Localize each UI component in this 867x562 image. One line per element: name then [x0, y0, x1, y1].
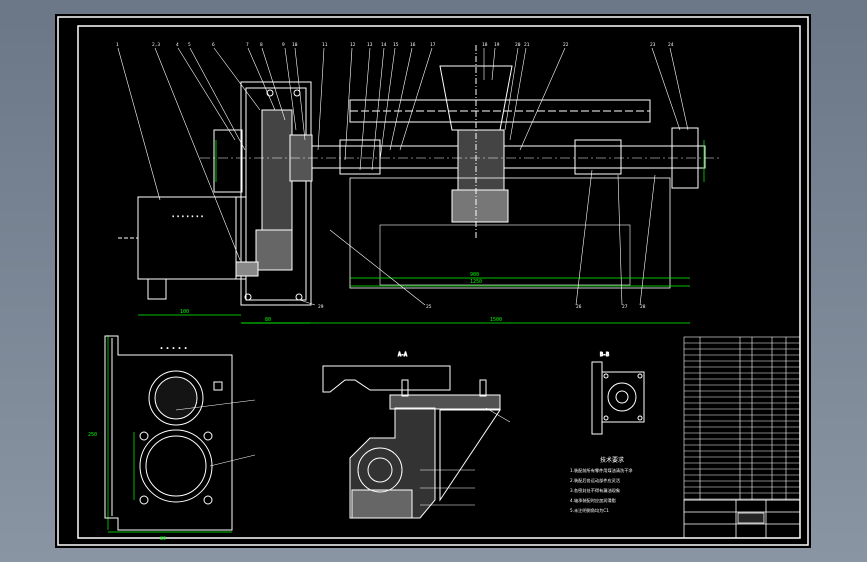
ball-nut	[457, 129, 505, 191]
lower-bore	[139, 429, 213, 503]
svg-text:16: 16	[410, 42, 416, 48]
svg-text:13: 13	[367, 42, 373, 48]
bearing-seat-left	[339, 139, 381, 175]
svg-text:14: 14	[381, 42, 387, 48]
leader-lines	[117, 47, 689, 306]
dim-250: 250	[88, 432, 97, 438]
drawing-sheet	[55, 14, 811, 548]
svg-text:9: 9	[282, 42, 285, 48]
svg-text:24: 24	[668, 42, 674, 48]
outer-frame	[57, 16, 809, 546]
rib-section	[439, 409, 501, 502]
svg-text:19: 19	[494, 42, 500, 48]
note-line-2: 2.装配后各运动部件应灵活	[570, 477, 620, 484]
notes-heading: 技术要求	[600, 456, 624, 464]
main-assembly-view: · · · · · · ·	[118, 45, 720, 306]
section-label-aa: A-A	[398, 352, 407, 358]
dim-1250: 1250	[470, 279, 482, 285]
svg-text:2,3: 2,3	[152, 42, 160, 48]
svg-text:20: 20	[515, 42, 521, 48]
section-label-bb: B-B	[600, 352, 609, 358]
work-table	[349, 177, 671, 289]
svg-text:23: 23	[650, 42, 656, 48]
dim-1500: 1500	[490, 317, 502, 323]
svg-text:22: 22	[563, 42, 569, 48]
svg-text:15: 15	[393, 42, 399, 48]
svg-text:26: 26	[576, 304, 582, 310]
lower-gear	[255, 229, 293, 271]
dim-80: 80	[265, 317, 271, 323]
svg-text:8: 8	[260, 42, 263, 48]
svg-text:12: 12	[350, 42, 356, 48]
parts-list	[683, 336, 801, 501]
inner-frame	[77, 25, 801, 539]
svg-text:21: 21	[524, 42, 530, 48]
svg-text:1: 1	[116, 42, 119, 48]
svg-text:5: 5	[188, 42, 191, 48]
bearing-seat-right	[574, 139, 622, 175]
svg-text:6: 6	[212, 42, 215, 48]
note-line-1: 1.装配前所有零件用煤油清洗干净	[570, 467, 633, 474]
svg-text:18: 18	[482, 42, 488, 48]
svg-text:4: 4	[176, 42, 179, 48]
note-line-5: 5.未注明倒角均为C1	[570, 507, 609, 514]
dim-80b: 80	[160, 536, 166, 542]
motor-nameplate: · · · · · · ·	[172, 214, 203, 219]
svg-text:10: 10	[292, 42, 298, 48]
block-body	[601, 371, 645, 423]
svg-text:11: 11	[322, 42, 328, 48]
nut-base	[451, 189, 509, 223]
bearing-block-view: B-B	[591, 352, 645, 435]
technical-notes: 技术要求 1.装配前所有零件用煤油清洗干净 2.装配后各运动部件应灵活 3.各密…	[570, 456, 633, 514]
dim-900: 900	[470, 272, 479, 278]
gearbox-inner	[245, 87, 307, 301]
bracket-title: · · · · ·	[160, 346, 187, 352]
svg-text:17: 17	[430, 42, 436, 48]
nut-circle	[357, 447, 403, 493]
bracket-plate	[104, 335, 233, 531]
note-line-3: 3.各密封处不得有漏油现象	[570, 487, 620, 494]
note-line-4: 4.轴承装配时应加润滑脂	[570, 497, 616, 504]
slider-top	[389, 394, 501, 410]
upper-bore	[148, 370, 204, 426]
gearbox-housing	[240, 81, 312, 306]
svg-text:7: 7	[246, 42, 249, 48]
title-block	[683, 499, 801, 539]
input-cover	[213, 129, 243, 193]
svg-text:27: 27	[622, 304, 628, 310]
svg-text:29: 29	[318, 304, 324, 310]
dimension-texts: 1500 1250 900 100 80 250 80	[88, 272, 502, 542]
rail-section	[322, 365, 451, 393]
section-view: A-A	[322, 352, 501, 519]
svg-text:28: 28	[640, 304, 646, 310]
svg-text:25: 25	[426, 304, 432, 310]
dim-100: 100	[180, 309, 189, 315]
motor-terminal	[147, 278, 167, 300]
dimension-lines	[107, 140, 705, 533]
